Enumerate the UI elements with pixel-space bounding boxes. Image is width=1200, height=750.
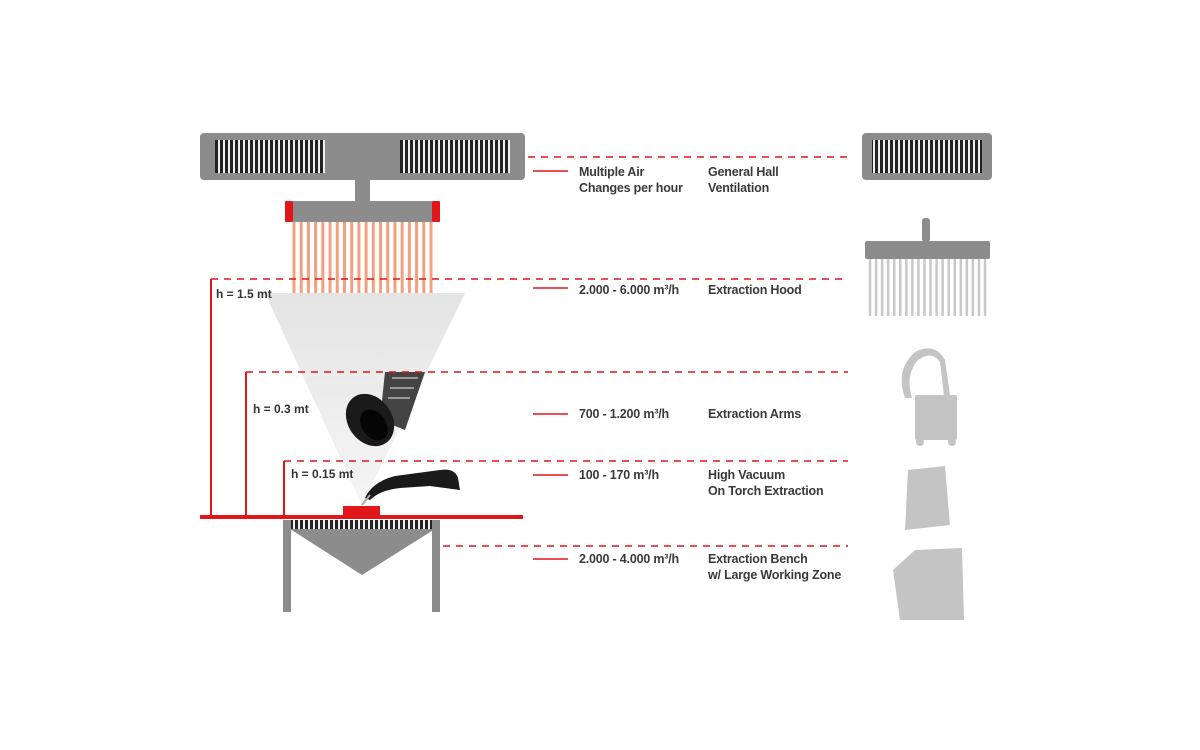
extraction-hood (285, 201, 440, 293)
high-vacuum-unit-icon (905, 466, 950, 530)
rate-high-vacuum: 100 - 170 m³/h (579, 468, 659, 482)
welding-torch (361, 469, 460, 506)
height-label-1-5: h = 1.5 mt (216, 287, 272, 301)
airflow-stripe (868, 259, 872, 316)
name-line: Ventilation (708, 181, 770, 195)
rate-line: Multiple Air (579, 165, 645, 179)
airflow-stripe (929, 259, 932, 316)
height-markers (210, 279, 285, 517)
rate-extraction-arms: 700 - 1.200 m³/h (579, 407, 669, 421)
airflow-stripe (350, 222, 354, 293)
height-label-0-3: h = 0.3 mt (253, 402, 309, 416)
name-line: On Torch Extraction (708, 484, 824, 498)
airflow-stripe (935, 259, 938, 316)
name-high-vacuum: High Vacuum On Torch Extraction (708, 467, 824, 499)
airflow-stripe (292, 222, 296, 293)
airflow-stripe (905, 259, 908, 316)
airflow-stripe (983, 259, 987, 316)
work-table-line (200, 515, 523, 519)
airflow-stripe (422, 222, 426, 293)
airflow-stripe (953, 259, 956, 316)
airflow-stripe (314, 222, 318, 293)
airflow-stripe (965, 259, 969, 316)
airflow-stripe (415, 222, 419, 293)
airflow-stripe (328, 222, 332, 293)
hall-ventilation-unit (200, 133, 525, 201)
rate-line: Changes per hour (579, 181, 683, 195)
airflow-stripe (335, 222, 339, 293)
extraction-arm-icon (901, 348, 957, 446)
airflow-stripe (911, 259, 914, 316)
airflow-stripe (393, 222, 397, 293)
name-extraction-hood: Extraction Hood (708, 283, 802, 297)
height-label-0-15: h = 0.15 mt (291, 467, 354, 481)
airflow-stripe (971, 259, 975, 316)
label-leaders (533, 170, 568, 560)
name-line: w/ Large Working Zone (708, 568, 842, 582)
airflow-stripe (923, 259, 926, 316)
workpiece (343, 506, 380, 516)
airflow-stripe (977, 259, 981, 316)
airflow-stripe (342, 222, 346, 293)
airflow-stripe (306, 222, 310, 293)
name-line: Extraction Bench (708, 552, 808, 566)
airflow-stripe (886, 259, 890, 316)
airflow-stripe (917, 259, 920, 316)
rate-extraction-bench: 2.000 - 4.000 m³/h (579, 552, 679, 566)
airflow-stripe (874, 259, 878, 316)
airflow-stripe (400, 222, 404, 293)
airflow-stripe (364, 222, 368, 293)
airflow-stripe (880, 259, 884, 316)
airflow-stripe (941, 259, 944, 316)
extraction-bench (283, 520, 440, 612)
name-line: General Hall (708, 165, 779, 179)
airflow-stripe (386, 222, 390, 293)
airflow-stripe (947, 259, 950, 316)
airflow-stripe (321, 222, 325, 293)
extraction-hood-icon (865, 218, 990, 316)
name-extraction-arms: Extraction Arms (708, 407, 802, 421)
airflow-stripe (357, 222, 361, 293)
airflow-stripe (959, 259, 963, 316)
airflow-stripe (371, 222, 375, 293)
airflow-stripe (892, 259, 896, 316)
extraction-arm-nozzle (345, 372, 425, 447)
name-line: High Vacuum (708, 468, 785, 482)
airflow-stripe (379, 222, 383, 293)
rate-extraction-hood: 2.000 - 6.000 m³/h (579, 283, 679, 297)
name-extraction-bench: Extraction Bench w/ Large Working Zone (708, 551, 841, 583)
hall-ventilation-icon (862, 133, 992, 180)
airflow-stripe (899, 259, 902, 316)
level-lines (211, 156, 848, 547)
extraction-bench-icon (893, 548, 964, 620)
airflow-stripe (429, 222, 433, 293)
airflow-stripe (299, 222, 303, 293)
airflow-stripe (407, 222, 411, 293)
